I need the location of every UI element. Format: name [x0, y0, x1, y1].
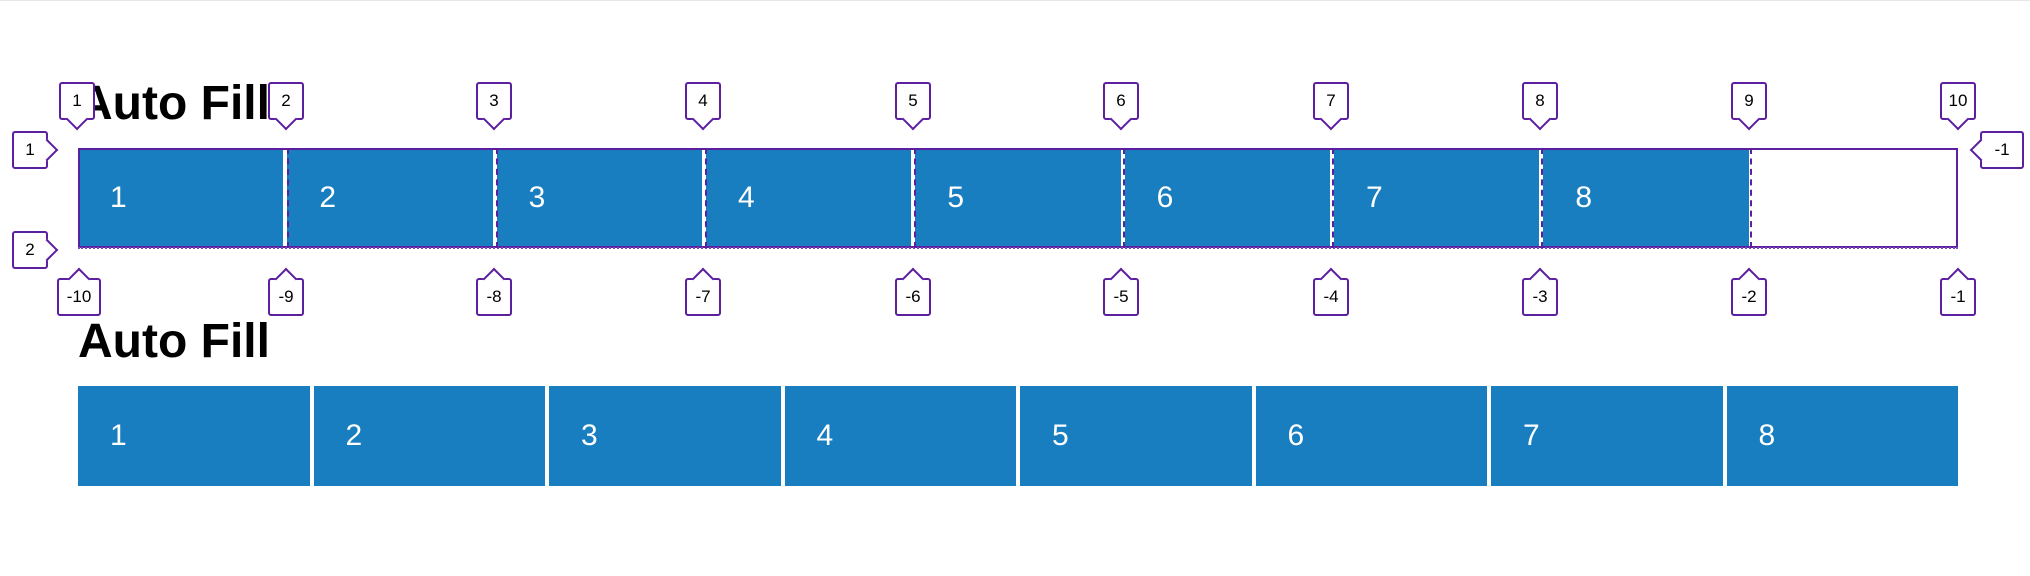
column-line-number-badge: -4 — [1313, 278, 1349, 316]
column-line-number-badge: -7 — [685, 278, 721, 316]
auto-fill-grid: 1 2 3 4 5 6 7 8 — [78, 386, 1958, 486]
grid-item: 3 — [549, 386, 781, 486]
column-line-number-badge: 10 — [1940, 82, 1976, 120]
grid-item: 8 — [1543, 148, 1749, 248]
grid-item: 6 — [1124, 148, 1330, 248]
grid-item: 6 — [1255, 386, 1487, 486]
column-line-number-badge: -10 — [57, 278, 101, 316]
grid-item: 5 — [915, 148, 1121, 248]
grid-item: 1 — [78, 386, 310, 486]
grid-item: 3 — [496, 148, 702, 248]
row-line-number-badge: -1 — [1980, 131, 2024, 169]
grid-item: 7 — [1491, 386, 1723, 486]
grid-item: 2 — [287, 148, 493, 248]
column-line-number-badge: 2 — [268, 82, 304, 120]
column-line-number-badge: -6 — [895, 278, 931, 316]
column-line-number-badge: 9 — [1731, 82, 1767, 120]
grid-item: 2 — [313, 386, 545, 486]
row-line-number-badge: 1 — [12, 131, 48, 169]
column-line-number-badge: -5 — [1103, 278, 1139, 316]
grid-item: 8 — [1726, 386, 1958, 486]
column-line-number-badge: 6 — [1103, 82, 1139, 120]
column-line-number-badge: -2 — [1731, 278, 1767, 316]
section-title: Auto Fill — [78, 315, 270, 368]
grid-item: 5 — [1020, 386, 1252, 486]
column-line-number-badge: -3 — [1522, 278, 1558, 316]
auto-fill-grid-inspected: 1 2 3 4 5 6 7 8 — [78, 148, 1958, 248]
grid-item: 4 — [705, 148, 912, 248]
column-line-number-badge: 3 — [476, 82, 512, 120]
column-line-number-badge: -1 — [1940, 278, 1976, 316]
column-line-number-badge: -8 — [476, 278, 512, 316]
section-title: Auto Fill — [78, 77, 270, 130]
column-line-number-badge: 4 — [685, 82, 721, 120]
grid-item: 7 — [1333, 148, 1540, 248]
column-line-number-badge: 7 — [1313, 82, 1349, 120]
column-line-number-badge: 5 — [895, 82, 931, 120]
column-line-number-badge: -9 — [268, 278, 304, 316]
grid-item: 4 — [784, 386, 1016, 486]
grid-item: 1 — [78, 148, 284, 248]
page-top-border — [0, 0, 2030, 1]
row-line-number-badge: 2 — [12, 231, 48, 269]
column-line-number-badge: 8 — [1522, 82, 1558, 120]
